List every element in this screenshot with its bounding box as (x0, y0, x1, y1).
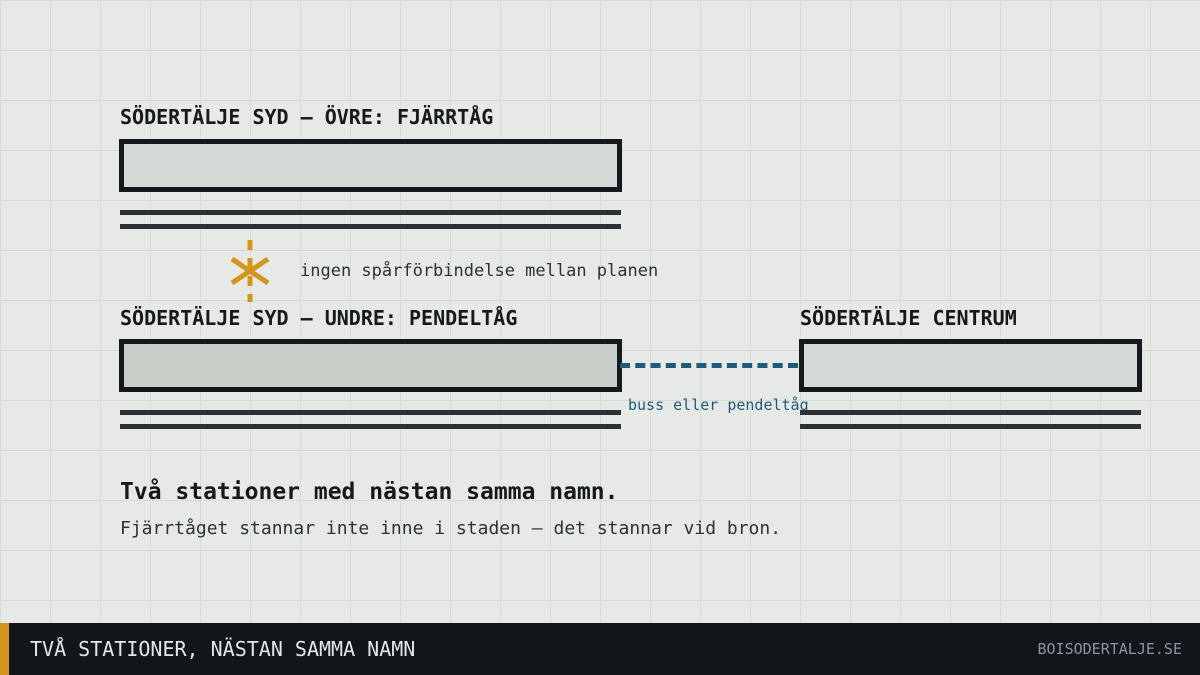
break-note: ingen spårförbindelse mellan planen (300, 261, 659, 281)
centrum-platform (799, 339, 1142, 392)
no-connection-asterisk-icon (230, 240, 270, 302)
upper-track-rail-1 (120, 210, 621, 215)
centrum-track-rail-2 (800, 424, 1141, 429)
link-note: buss eller pendeltåg (628, 396, 809, 414)
lower-track-rail-2 (120, 424, 621, 429)
centrum-station-label: SÖDERTÄLJE CENTRUM (800, 306, 1017, 330)
headline: Två stationer med nästan samma namn. (120, 479, 619, 505)
lower-track-rail-1 (120, 410, 621, 415)
subline: Fjärrtåget stannar inte inne i staden – … (120, 518, 782, 539)
upper-station-label: SÖDERTÄLJE SYD – ÖVRE: FJÄRRTÅG (120, 105, 494, 129)
footer-title: TVÅ STATIONER, NÄSTAN SAMMA NAMN (30, 637, 416, 661)
footer-accent-stripe (0, 623, 9, 675)
footer-bar: TVÅ STATIONER, NÄSTAN SAMMA NAMN BOISODE… (0, 623, 1200, 675)
upper-platform (119, 139, 622, 192)
lower-platform (119, 339, 622, 392)
footer-site-link[interactable]: BOISODERTALJE.SE (1037, 640, 1183, 658)
bus-or-commuter-link (620, 363, 798, 368)
upper-track-rail-2 (120, 224, 621, 229)
lower-station-label: SÖDERTÄLJE SYD – UNDRE: PENDELTÅG (120, 306, 518, 330)
centrum-track-rail-1 (800, 410, 1141, 415)
